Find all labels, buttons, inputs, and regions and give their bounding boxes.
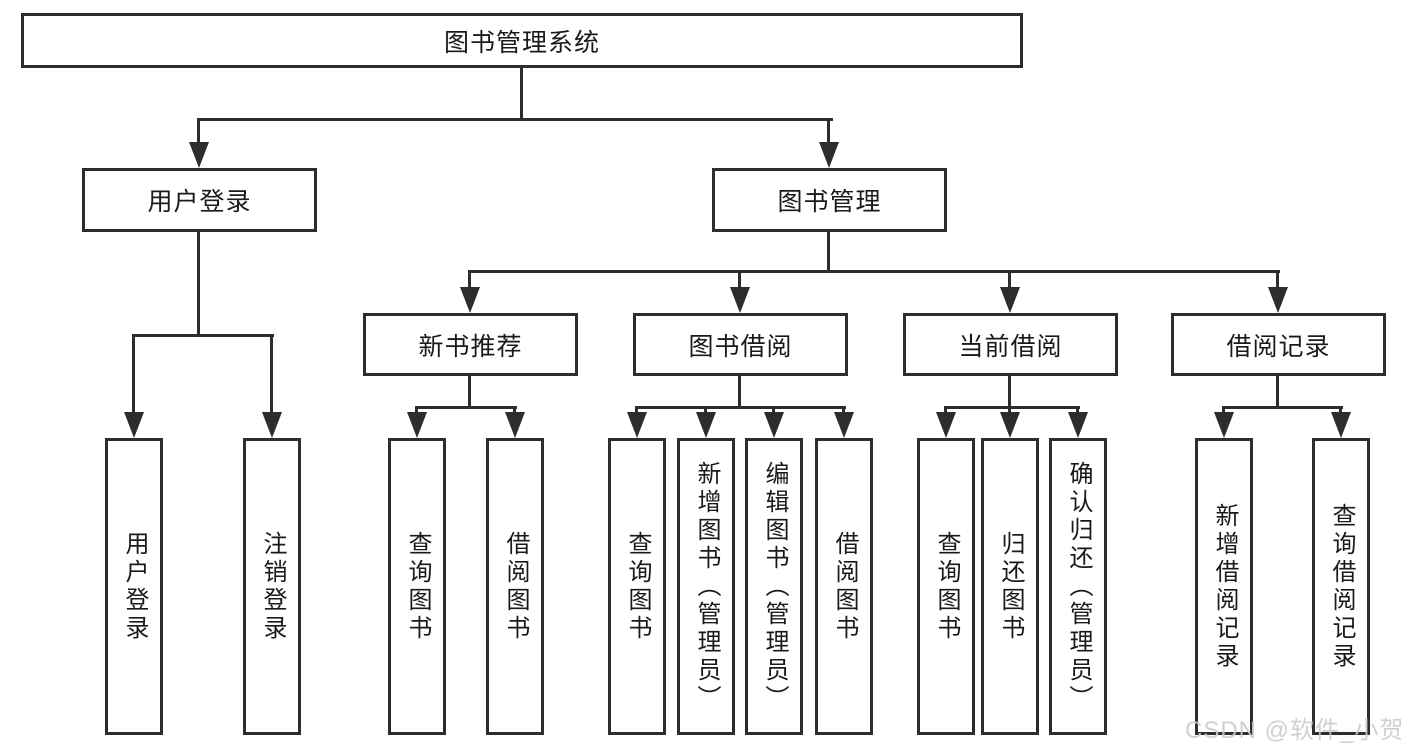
node-user-login: 用户登录 [82, 168, 317, 232]
arrowhead-down-icon [262, 412, 282, 438]
csdn-watermark: CSDN @软件_小贺同学 [1185, 717, 1405, 744]
node-book-management: 图书管理 [712, 168, 947, 232]
node-current-borrowing: 当前借阅 [903, 313, 1118, 376]
connector-book-management-drop [827, 118, 830, 148]
node-leaf-query-books: 查询图书 [388, 438, 446, 735]
connector-user-login-rail [132, 334, 274, 337]
connector-book-borrow-rail [635, 406, 846, 409]
connector-book-management-stem [827, 232, 830, 273]
connector-leaf-drop [270, 334, 273, 418]
connector-borrow-records-drop [1276, 270, 1279, 292]
connector-current-borrow-rail [944, 406, 1080, 409]
connector-current-borrow-drop [1008, 270, 1011, 292]
arrowhead-down-icon [834, 412, 854, 438]
arrowhead-down-icon [407, 412, 427, 438]
node-leaf-add-borrow-record: 新增借阅记录 [1195, 438, 1253, 735]
node-leaf-logout: 注销登录 [243, 438, 301, 735]
arrowhead-down-icon [764, 412, 784, 438]
connector-new-book-drop [468, 270, 471, 292]
arrowhead-down-icon [189, 142, 209, 168]
arrowhead-down-icon [1000, 412, 1020, 438]
connector-borrow-records-stem [1276, 376, 1279, 409]
connector-book-borrow-drop [738, 270, 741, 292]
arrowhead-down-icon [460, 287, 480, 313]
arrowhead-down-icon [696, 412, 716, 438]
node-leaf-user-login: 用户登录 [105, 438, 163, 735]
connector-borrow-records-rail [1222, 406, 1343, 409]
arrowhead-down-icon [124, 412, 144, 438]
node-leaf-add-book-admin: 新增图书（管理员） [677, 438, 735, 735]
arrowhead-down-icon [1000, 287, 1020, 313]
arrowhead-down-icon [936, 412, 956, 438]
connector-level3-rail [468, 270, 1280, 273]
connector-new-book-rail [415, 406, 517, 409]
connector-user-login-stem [197, 232, 200, 337]
arrowhead-down-icon [730, 287, 750, 313]
node-leaf-return-books: 归还图书 [981, 438, 1039, 735]
node-library-management-system: 图书管理系统 [21, 13, 1023, 68]
node-borrowing-records: 借阅记录 [1171, 313, 1386, 376]
node-book-borrowing: 图书借阅 [633, 313, 848, 376]
connector-level2-rail [197, 118, 833, 121]
arrowhead-down-icon [1068, 412, 1088, 438]
node-leaf-edit-book-admin: 编辑图书（管理员） [745, 438, 803, 735]
node-leaf-query-borrow-record: 查询借阅记录 [1312, 438, 1370, 735]
connector-root-stem [520, 68, 523, 121]
arrowhead-down-icon [1214, 412, 1234, 438]
node-leaf-query-books: 查询图书 [608, 438, 666, 735]
node-leaf-borrow-books: 借阅图书 [486, 438, 544, 735]
arrowhead-down-icon [819, 142, 839, 168]
connector-new-book-stem [468, 376, 471, 409]
connector-leaf-drop [132, 334, 135, 418]
connector-book-borrow-stem [738, 376, 741, 409]
node-leaf-confirm-return-admin: 确认归还（管理员） [1049, 438, 1107, 735]
node-leaf-borrow-books: 借阅图书 [815, 438, 873, 735]
arrowhead-down-icon [1331, 412, 1351, 438]
node-new-book-recommendation: 新书推荐 [363, 313, 578, 376]
connector-user-login-drop [197, 118, 200, 148]
node-leaf-query-books: 查询图书 [917, 438, 975, 735]
arrowhead-down-icon [505, 412, 525, 438]
arrowhead-down-icon [627, 412, 647, 438]
connector-current-borrow-stem [1008, 376, 1011, 409]
arrowhead-down-icon [1268, 287, 1288, 313]
